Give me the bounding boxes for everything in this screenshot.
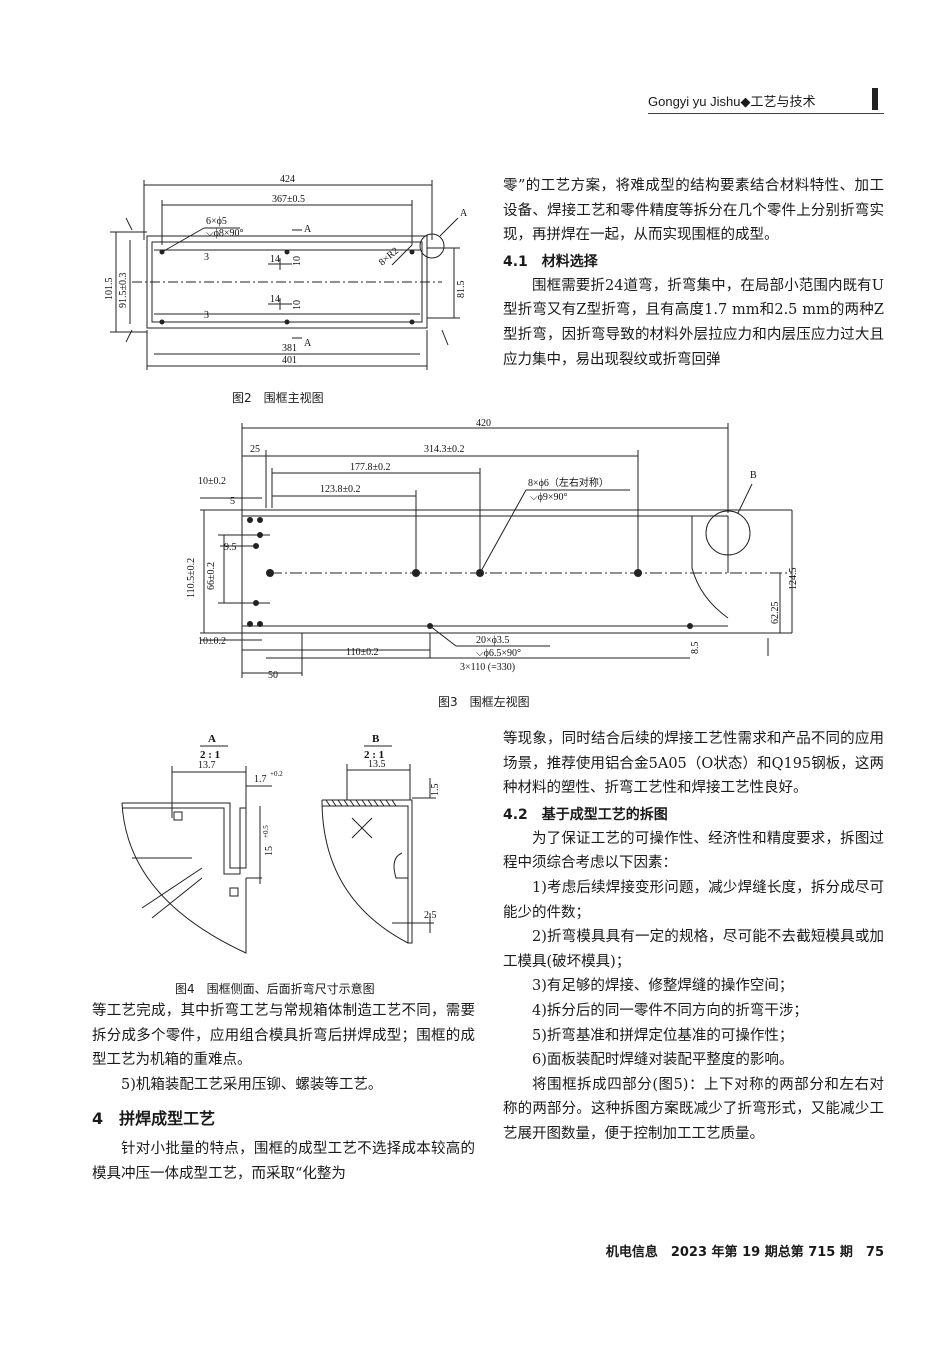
figure-2-drawing: 424 367±0.5 6×ϕ5 ⌵ϕ8×90° A A 14 10 14 10… <box>104 174 468 370</box>
section-4-2-heading: 4.2 基于成型工艺的拆图 <box>503 806 668 823</box>
paragraph-welding-intro: 针对小批量的特点，围框的成型工艺不选择成本较高的模具冲压一体成型工艺，而采取“化… <box>92 1141 475 1182</box>
header-bar <box>872 88 878 110</box>
section-a-bottom: A <box>304 338 312 349</box>
dim-314-3: 314.3±0.2 <box>424 444 465 455</box>
figure-2-caption: 图2 围框主视图 <box>232 391 324 405</box>
left-column-bottom: 等工艺完成，其中折弯工艺与常规箱体制造工艺不同，需要拆分成多个零件，应用组合模具… <box>92 999 475 1187</box>
sink-callout-6-5: ⌵ϕ6.5×90° <box>476 648 521 659</box>
dim-50: 50 <box>268 670 278 681</box>
list-item-5: 5)折弯基准和拼焊定位基准的可操作性； <box>532 1027 794 1044</box>
right-column-top: 零”的工艺方案，将难成型的结构要素结合材料特性、加工设备、焊接工艺和零件精度等拆… <box>503 174 884 372</box>
dim-3b: 3 <box>204 310 209 321</box>
list-item-6: 6)面板装配时焊缝对装配平整度的影响。 <box>532 1052 794 1069</box>
paragraph-continued: 零”的工艺方案，将难成型的结构要素结合材料特性、加工设备、焊接工艺和零件精度等拆… <box>503 178 884 244</box>
dim-401: 401 <box>282 355 297 366</box>
hole-callout: 6×ϕ5 <box>206 216 227 227</box>
paragraph-split-intro: 为了保证工艺的可操作性、经济性和精度要求，拆图过程中须综合考虑以下因素： <box>503 830 884 872</box>
list-item-4: 4)拆分后的同一零件不同方向的折弯干涉； <box>532 1002 808 1019</box>
diamond-icon: ◆ <box>740 94 751 109</box>
section-a-top: A <box>304 224 312 235</box>
view-a-label: A <box>208 733 216 745</box>
view-a-scale: 2 : 1 <box>200 749 220 761</box>
dim-10-top: 10±0.2 <box>198 476 226 487</box>
dim-5: 5 <box>230 496 235 507</box>
paragraph-material: 围框需要折24道弯，折弯集中，在局部小范围内既有U型折弯又有Z型折弯，且有高度1… <box>503 277 884 368</box>
section-4-1-heading: 4.1 材料选择 <box>503 253 598 270</box>
figure-3-drawing: 420 25 314.3±0.2 177.8±0.2 123.8±0.2 8×ϕ… <box>186 418 799 681</box>
view-b-label: B <box>372 733 380 745</box>
header-journal: Gongyi yu Jishu <box>648 94 741 109</box>
dim-a-15: 15 <box>264 846 275 856</box>
sink-callout: ⌵ϕ8×90° <box>206 228 243 239</box>
view-b-scale: 2 : 1 <box>364 749 384 761</box>
dim-367: 367±0.5 <box>272 194 305 205</box>
dim-a-13-7: 13.7 <box>198 760 216 771</box>
dim-81-5: 81.5 <box>456 281 467 299</box>
page-footer: 机电信息 2023 年第 19 期总第 715 期 75 <box>590 1241 884 1260</box>
paragraph-split-scheme: 将围框拆成四部分(图5)：上下对称的两部分和左右对称的两部分。这种拆图方案既减少… <box>503 1076 884 1142</box>
dim-b-2-5: 2.5 <box>424 910 437 921</box>
figure-3-caption: 图3 围框左视图 <box>438 695 530 709</box>
dim-10-bottom: 10±0.2 <box>198 636 226 647</box>
dim-110: 110±0.2 <box>346 647 379 658</box>
dim-124-5: 124.5 <box>788 568 799 591</box>
list-item-3: 3)有足够的焊接、修整焊缝的操作空间； <box>532 978 794 995</box>
dim-420: 420 <box>476 418 491 429</box>
dim-3a: 3 <box>204 252 209 263</box>
header-section: 工艺与技术 <box>750 94 816 109</box>
dim-123-8: 123.8±0.2 <box>320 484 361 495</box>
dim-62-25: 62.25 <box>770 602 781 625</box>
paragraph-process-continued: 等工艺完成，其中折弯工艺与常规箱体制造工艺不同，需要拆分成多个零件，应用组合模具… <box>92 1003 475 1069</box>
dim-a-15-tol: +0.5 <box>262 825 270 838</box>
sink-callout-9: ⌵ϕ9×90° <box>530 492 567 503</box>
footer-issue: 2023 年第 19 期总第 715 期 <box>670 1245 853 1260</box>
dim-330: 3×110 (=330) <box>460 662 515 673</box>
dim-14b: 14 <box>270 294 280 305</box>
footer-journal: 机电信息 <box>605 1245 658 1260</box>
dim-10a: 10 <box>292 256 303 266</box>
detail-b-label: B <box>750 470 757 481</box>
figure-4-caption: 图4 围框侧面、后面折弯尺寸示意图 <box>175 982 375 996</box>
paragraph-material-continued: 等现象，同时结合后续的焊接工艺性需求和产品不同的应用场景，推荐使用铝合金5A05… <box>503 731 884 797</box>
dim-b-13-5: 13.5 <box>368 759 386 770</box>
dim-a-1-7-tol: +0.2 <box>270 770 283 778</box>
hole-callout-8: 8×ϕ6（左右对称） <box>528 476 609 489</box>
radius-callout: 8×R2 <box>377 246 401 269</box>
paragraph-assembly: 5)机箱装配工艺采用压铆、螺装等工艺。 <box>121 1076 383 1093</box>
dim-424: 424 <box>280 174 295 185</box>
list-item-1: 1)考虑后续焊接变形问题，减少焊缝长度，拆分成尽可能少的件数； <box>503 879 884 921</box>
dim-25: 25 <box>250 444 260 455</box>
dim-9-5: 9.5 <box>224 542 237 553</box>
right-column-bottom: 等现象，同时结合后续的焊接工艺性需求和产品不同的应用场景，推荐使用铝合金5A05… <box>503 727 884 1147</box>
dim-14a: 14 <box>270 254 280 265</box>
hole-callout-20: 20×ϕ3.5 <box>476 635 509 646</box>
dim-10b: 10 <box>292 300 303 310</box>
dim-66: 66±0.2 <box>206 562 217 590</box>
running-header: Gongyi yu Jishu◆工艺与技术 <box>648 91 884 111</box>
list-item-2: 2)折弯模具具有一定的规格，尽可能不去截短模具或加工模具(破坏模具)； <box>503 929 884 970</box>
dim-101-5: 101.5 <box>104 278 115 301</box>
dim-110-5: 110.5±0.2 <box>186 558 197 598</box>
header-rule <box>648 113 884 114</box>
section-a-side: A <box>460 208 468 219</box>
figure-4-drawing: A 2 : 1 B 2 : 1 13.7 1.7 +0.2 15 +0.5 13… <box>121 733 441 954</box>
dim-8-5: 8.5 <box>690 642 701 655</box>
page-number: 75 <box>865 1245 884 1260</box>
dim-177-8: 177.8±0.2 <box>350 462 391 473</box>
dim-a-1-7: 1.7 <box>254 774 267 785</box>
section-4-heading: 4 拼焊成型工艺 <box>92 1109 216 1129</box>
dim-b-1-5: 1.5 <box>430 784 441 797</box>
dim-381: 381 <box>282 343 297 354</box>
dim-91-5: 91.5±0.3 <box>118 273 129 309</box>
